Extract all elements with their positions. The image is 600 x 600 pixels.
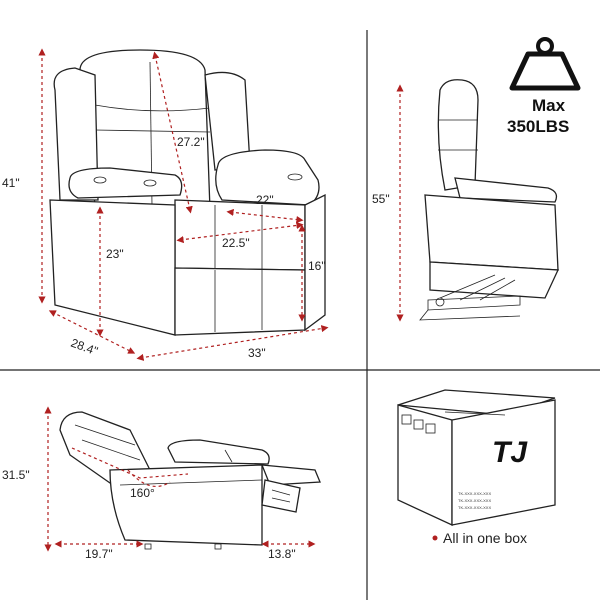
lift-view-chair [419,79,559,321]
front-view-chair [49,49,326,336]
caption-bullet [432,535,438,541]
front-clearance-label: 13.8" [268,547,296,561]
seat-depth-label: 22" [256,193,274,207]
seat-height-label: 23" [106,247,124,261]
back-clearance-label: 19.7" [85,547,113,561]
shipping-box [397,389,556,527]
depth-label: 28.4" [69,336,100,359]
box-label-line-2: TK-XXX-XXX-XXX [458,498,491,503]
max-label: Max [532,96,566,115]
front-height-label: 41" [2,176,20,190]
box-label-line-3: TK-XXX-XXX-XXX [458,505,491,510]
seat-width-label: 22.5" [222,236,250,250]
recline-view-chair [59,411,321,550]
arm-height-label: 16" [308,259,326,273]
box-brand-mark: TJ [492,436,528,469]
box-caption: All in one box [443,530,527,546]
box-label-line-1: TK-XXX-XXX-XXX [458,491,491,496]
recline-height-label: 31.5" [2,468,30,482]
front-dimensions: 41" 27.2" 22.5" 22" 23" 16" 28.4" 33" [2,48,329,361]
max-weight-label: 350LBS [507,117,569,136]
back-height-label: 27.2" [177,135,205,149]
lift-height-label: 55" [372,192,390,206]
weight-icon [509,37,581,91]
width-label: 33" [248,346,266,360]
recline-dimensions: 31.5" 160° 19.7" 13.8" [2,406,316,561]
recline-angle-label: 160° [130,486,155,500]
